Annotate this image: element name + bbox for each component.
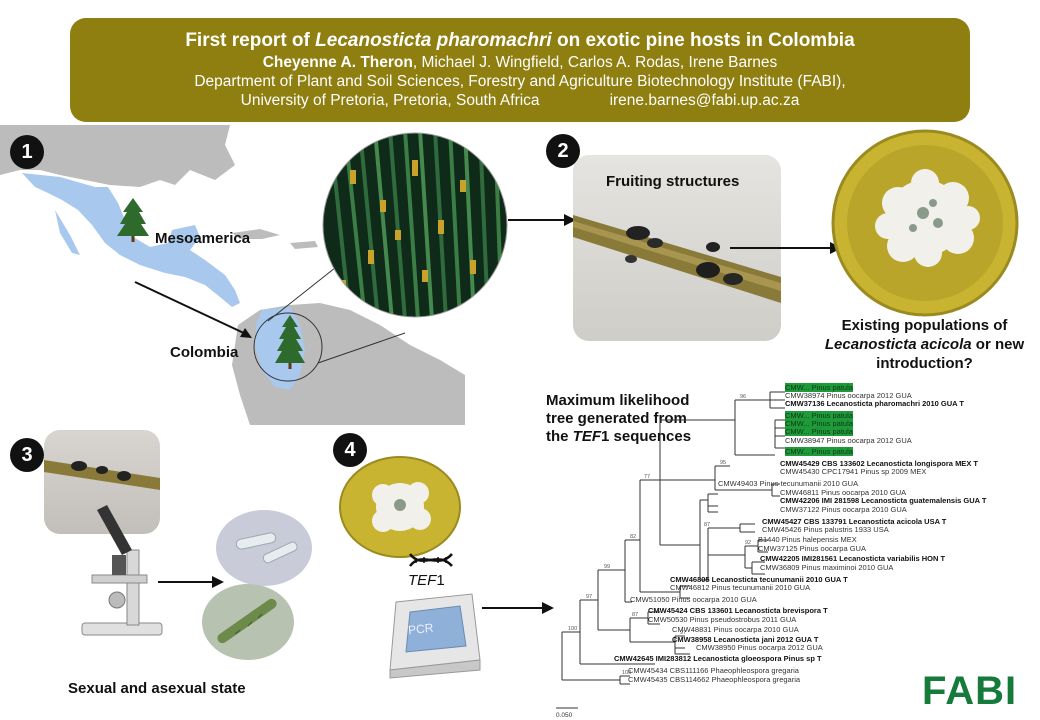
dna-helix-icon xyxy=(409,553,453,567)
fabi-logo: FABI xyxy=(922,669,1018,713)
svg-text:95: 95 xyxy=(720,460,726,466)
svg-text:77: 77 xyxy=(644,474,650,480)
question-text: Existing populations of Lecanosticta aci… xyxy=(824,317,1025,372)
poster-affiliation-2: University of Pretoria, Pretoria, South … xyxy=(240,92,800,109)
arrow-to-tree xyxy=(482,602,554,614)
americas-map xyxy=(0,125,465,425)
svg-text:97: 97 xyxy=(680,630,686,636)
step-number-1: 1 xyxy=(10,135,44,169)
ascospore-micrograph xyxy=(202,584,294,660)
svg-text:82: 82 xyxy=(630,534,636,540)
arrow-to-spores xyxy=(158,576,224,588)
svg-text:87: 87 xyxy=(632,612,638,618)
svg-text:92: 92 xyxy=(745,540,751,546)
label-fruiting-structures: Fruiting structures xyxy=(606,173,740,190)
poster-affiliation: Department of Plant and Soil Sciences, F… xyxy=(194,73,846,90)
contact-email[interactable]: irene.barnes@fabi.up.ac.za xyxy=(609,92,800,109)
step-number-3: 3 xyxy=(10,438,44,472)
svg-text:96: 96 xyxy=(740,394,746,400)
tree-caption: Maximum likelihood tree generated from t… xyxy=(546,392,692,445)
label-tef1: TEF1 xyxy=(408,572,445,589)
label-mesoamerica: Mesoamerica xyxy=(155,230,251,247)
svg-text:97: 97 xyxy=(586,594,592,600)
pine-tree-icon xyxy=(117,198,149,242)
svg-text:87: 87 xyxy=(704,522,710,528)
svg-text:100: 100 xyxy=(622,670,631,676)
poster-title: First report of Lecanosticta pharomachri… xyxy=(185,30,855,51)
label-sexual-asexual: Sexual and asexual state xyxy=(68,680,246,697)
step-number-4: 4 xyxy=(333,433,367,467)
colombia-zoom-circle xyxy=(253,312,323,382)
culture-plate-small-photo xyxy=(339,456,461,558)
svg-text:100: 100 xyxy=(568,626,577,632)
label-colombia: Colombia xyxy=(170,344,239,361)
phylogenetic-tree: 100 97 99 82 77 95 96 87 92 87 97 100 0.050 xyxy=(556,391,785,719)
poster-header: First report of Lecanosticta pharomachri… xyxy=(70,18,970,122)
svg-text:99: 99 xyxy=(604,564,610,570)
culture-plate-photo xyxy=(831,129,1019,317)
conidia-micrograph xyxy=(216,510,312,586)
pcr-machine-icon xyxy=(389,593,481,679)
pine-tree-icon xyxy=(275,315,305,369)
microscope-icon xyxy=(81,505,163,636)
scale-bar-label: 0.050 xyxy=(556,712,573,719)
pine-needles-photo xyxy=(322,132,508,318)
poster-authors: Cheyenne A. Theron, Michael J. Wingfield… xyxy=(262,54,778,71)
arrow-to-fruiting xyxy=(508,214,576,226)
label-pcr: PCR xyxy=(407,620,435,638)
